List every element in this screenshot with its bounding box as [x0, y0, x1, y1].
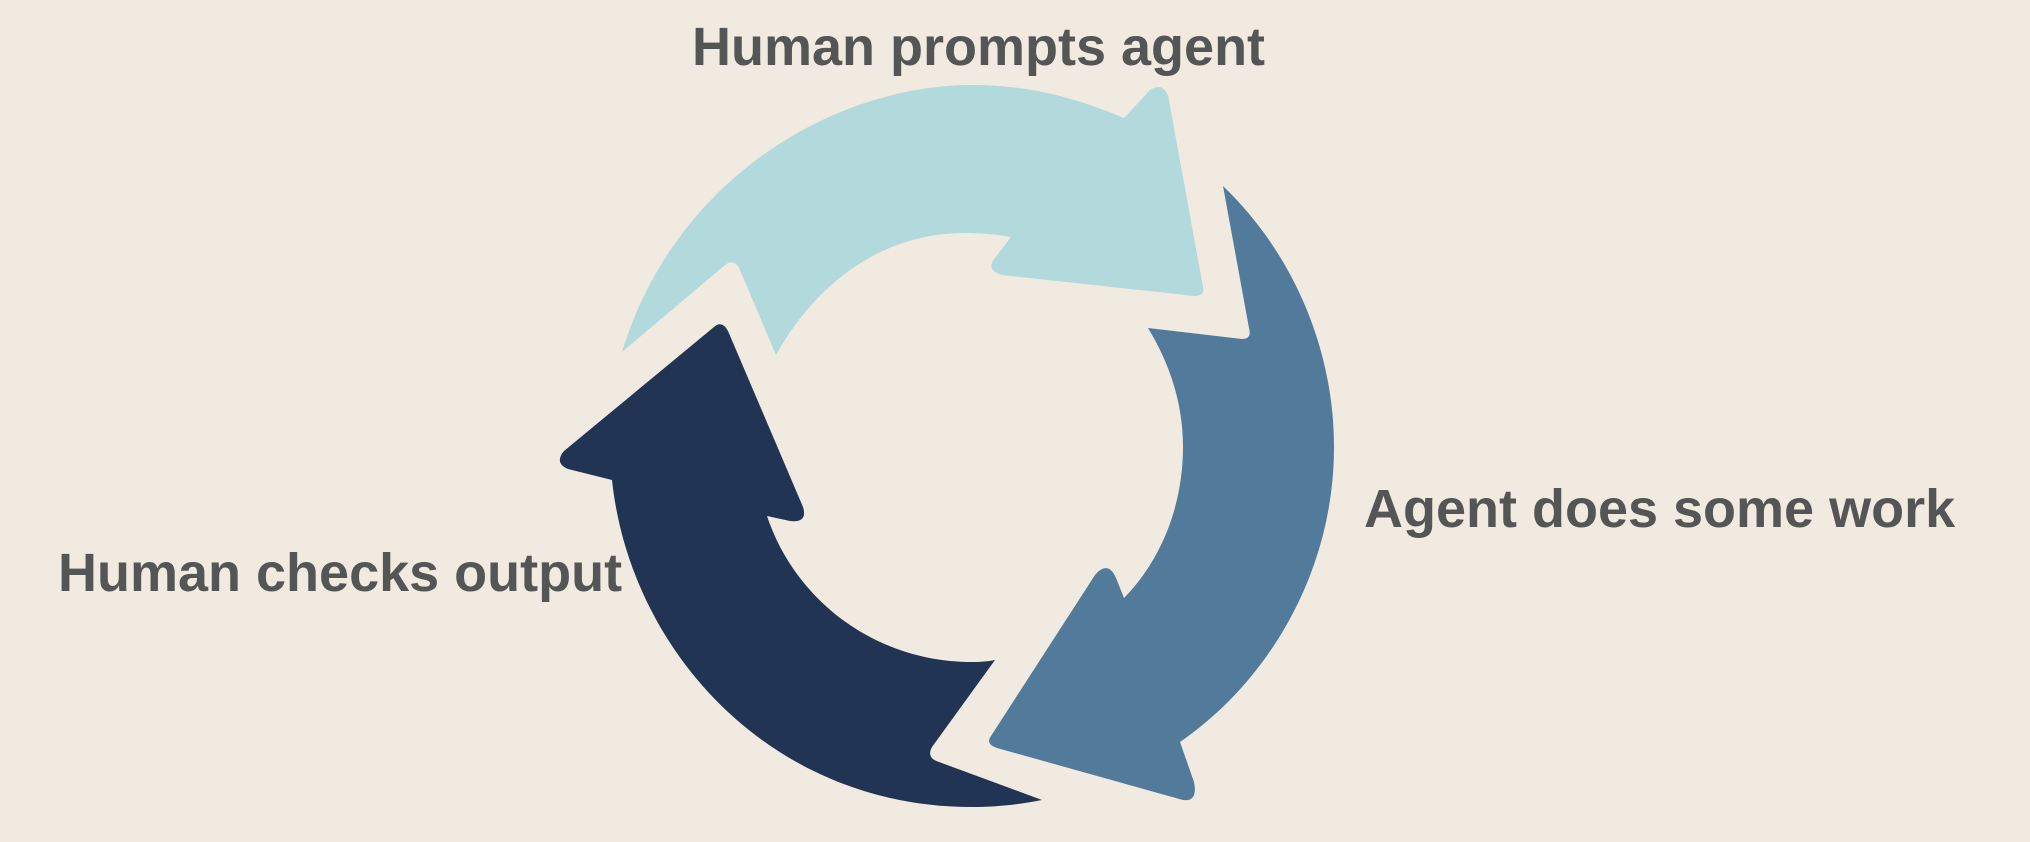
- arrow-check: [559, 324, 1042, 807]
- arrow-prompt: [622, 85, 1204, 355]
- step-label-agent-does-some-work: Agent does some work: [1364, 479, 1956, 539]
- arrow-work: [989, 186, 1334, 801]
- step-label-human-prompts-agent: Human prompts agent: [692, 17, 1266, 77]
- step-label-human-checks-output: Human checks output: [58, 543, 623, 603]
